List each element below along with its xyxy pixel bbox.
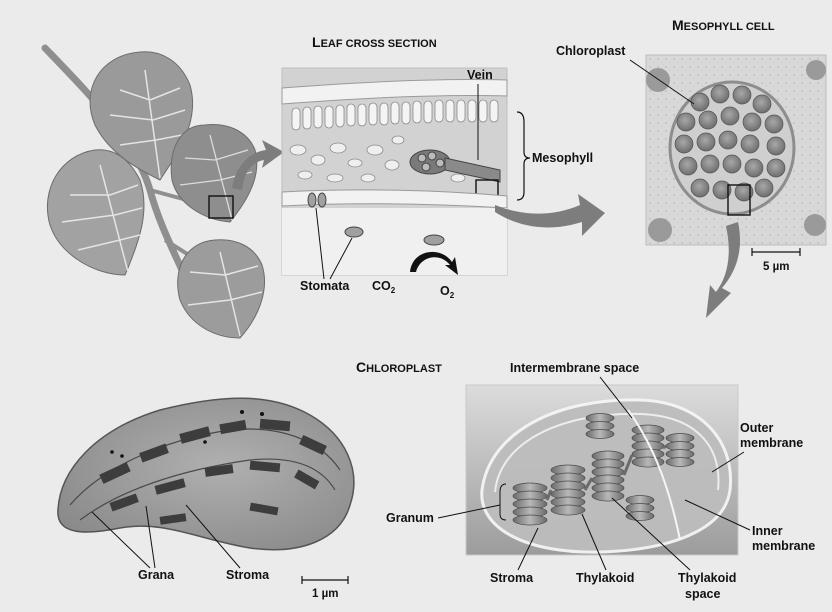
chloroplast-scale-label: 1 µm [312,588,338,600]
thylakoid-space-label-2: space [685,587,720,601]
mesophyll-cell-panel: MESOPHYLL CELL Chloroplast 5 µm [556,17,826,318]
leaf-cross-section-title: LEAF CROSS SECTION [312,34,437,50]
inner-membrane-label-1: Inner [752,524,783,538]
grana-label: Grana [138,568,175,582]
leaf-left [47,150,144,275]
mesophyll-label: Mesophyll [532,151,593,165]
granum-label: Granum [386,511,434,525]
o2-label: O2 [440,284,455,300]
mesophyll-cell-title: MESOPHYLL CELL [672,17,775,33]
chloroplast-scale-bar: 1 µm [302,576,348,600]
co2-label: CO2 [372,279,396,295]
leaf-cross-section-panel: LEAF CROSS SECTION [282,34,605,300]
thylakoid-label: Thylakoid [576,571,634,585]
mesophyll-brace [517,112,530,200]
outer-membrane-label-2: membrane [740,436,803,450]
vein-label: Vein [467,68,493,82]
stomata-label: Stomata [300,279,350,293]
thylakoid-space-label-1: Thylakoid [678,571,736,585]
outer-membrane-label-1: Outer [740,421,773,435]
section-to-cell-arrow [495,194,605,236]
inner-membrane-label-2: membrane [752,539,815,553]
chloroplast-title: CHLOROPLAST [356,359,442,375]
leaf-branch-illustration [45,48,284,338]
model-stroma-label: Stroma [490,571,534,585]
leaf-bottom [178,240,265,338]
micrograph-stroma-label: Stroma [226,568,270,582]
chloroplast-micrograph: CHLOROPLAST Grana Stroma [58,359,442,600]
chloroplast-callout-label: Chloroplast [556,44,626,58]
cell-scale-bar: 5 µm [752,248,800,273]
cell-scale-label: 5 µm [763,261,789,273]
chloroplast-model: Intermembrane space Outer membrane Inner… [386,361,815,601]
intermembrane-space-label: Intermembrane space [510,361,639,375]
